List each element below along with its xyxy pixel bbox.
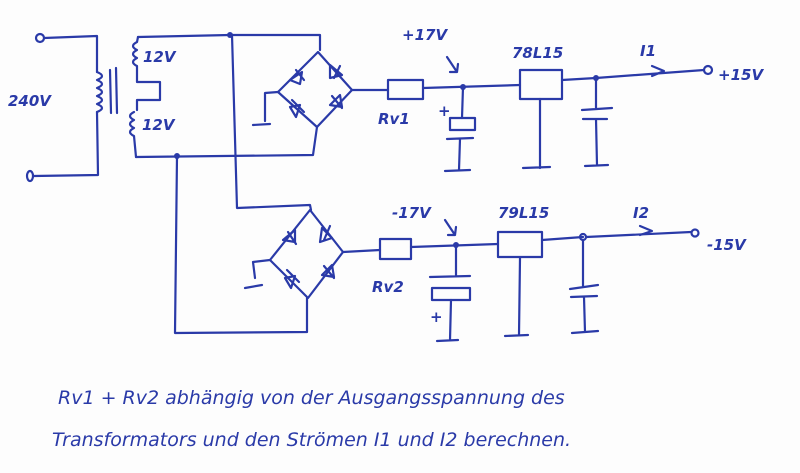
label-12v-bottom: 12V	[142, 116, 176, 134]
note-line-1: Rv1 + Rv2 abhängig von der Ausgangsspann…	[58, 387, 565, 409]
capacitor-out-2	[568, 238, 600, 335]
arrow-icon	[445, 55, 460, 74]
plus-mark-cap1: +	[438, 102, 451, 120]
current-arrow-icon	[650, 64, 666, 78]
plus-mark-cap2: +	[430, 308, 443, 326]
label-plus17v: +17V	[402, 26, 448, 44]
label-rv2: Rv2	[372, 278, 404, 296]
secondary-winding	[128, 32, 322, 335]
electrolytic-capacitor-2	[430, 286, 472, 302]
bridge-rectifier-1	[251, 50, 354, 129]
transformer-core	[108, 66, 119, 115]
input-terminal-top	[34, 32, 46, 44]
output-terminal-neg[interactable]	[690, 228, 700, 238]
label-12v-top: 12V	[143, 48, 177, 66]
bridge-rectifier-2	[243, 208, 345, 300]
label-78l15: 78L15	[512, 44, 563, 62]
note-line-2: Transformators und den Strömen I1 und I2…	[52, 429, 571, 451]
positive-rail[interactable]	[350, 55, 714, 173]
regulator-78l15	[518, 68, 564, 101]
negative-rail[interactable]	[341, 218, 700, 343]
output-terminal-pos[interactable]	[702, 64, 714, 76]
arrow-icon	[443, 218, 458, 237]
regulator-79l15	[496, 230, 544, 259]
label-rv1: Rv1	[378, 110, 410, 128]
resistor-rv1	[386, 78, 425, 101]
capacitor-out-1	[580, 76, 614, 168]
input-terminal-bottom	[25, 169, 35, 183]
current-arrow-icon	[638, 224, 654, 237]
electrolytic-capacitor-1	[448, 116, 477, 132]
label-plus15v: +15V	[718, 66, 764, 84]
label-240v: 240V	[8, 92, 52, 110]
label-79l15: 79L15	[498, 204, 549, 222]
primary-winding	[25, 32, 119, 183]
label-minus15v: -15V	[707, 236, 747, 254]
label-i1: I1	[640, 42, 656, 60]
label-minus17v: -17V	[392, 204, 432, 222]
resistor-rv2	[378, 237, 413, 261]
label-i2: I2	[633, 204, 649, 222]
